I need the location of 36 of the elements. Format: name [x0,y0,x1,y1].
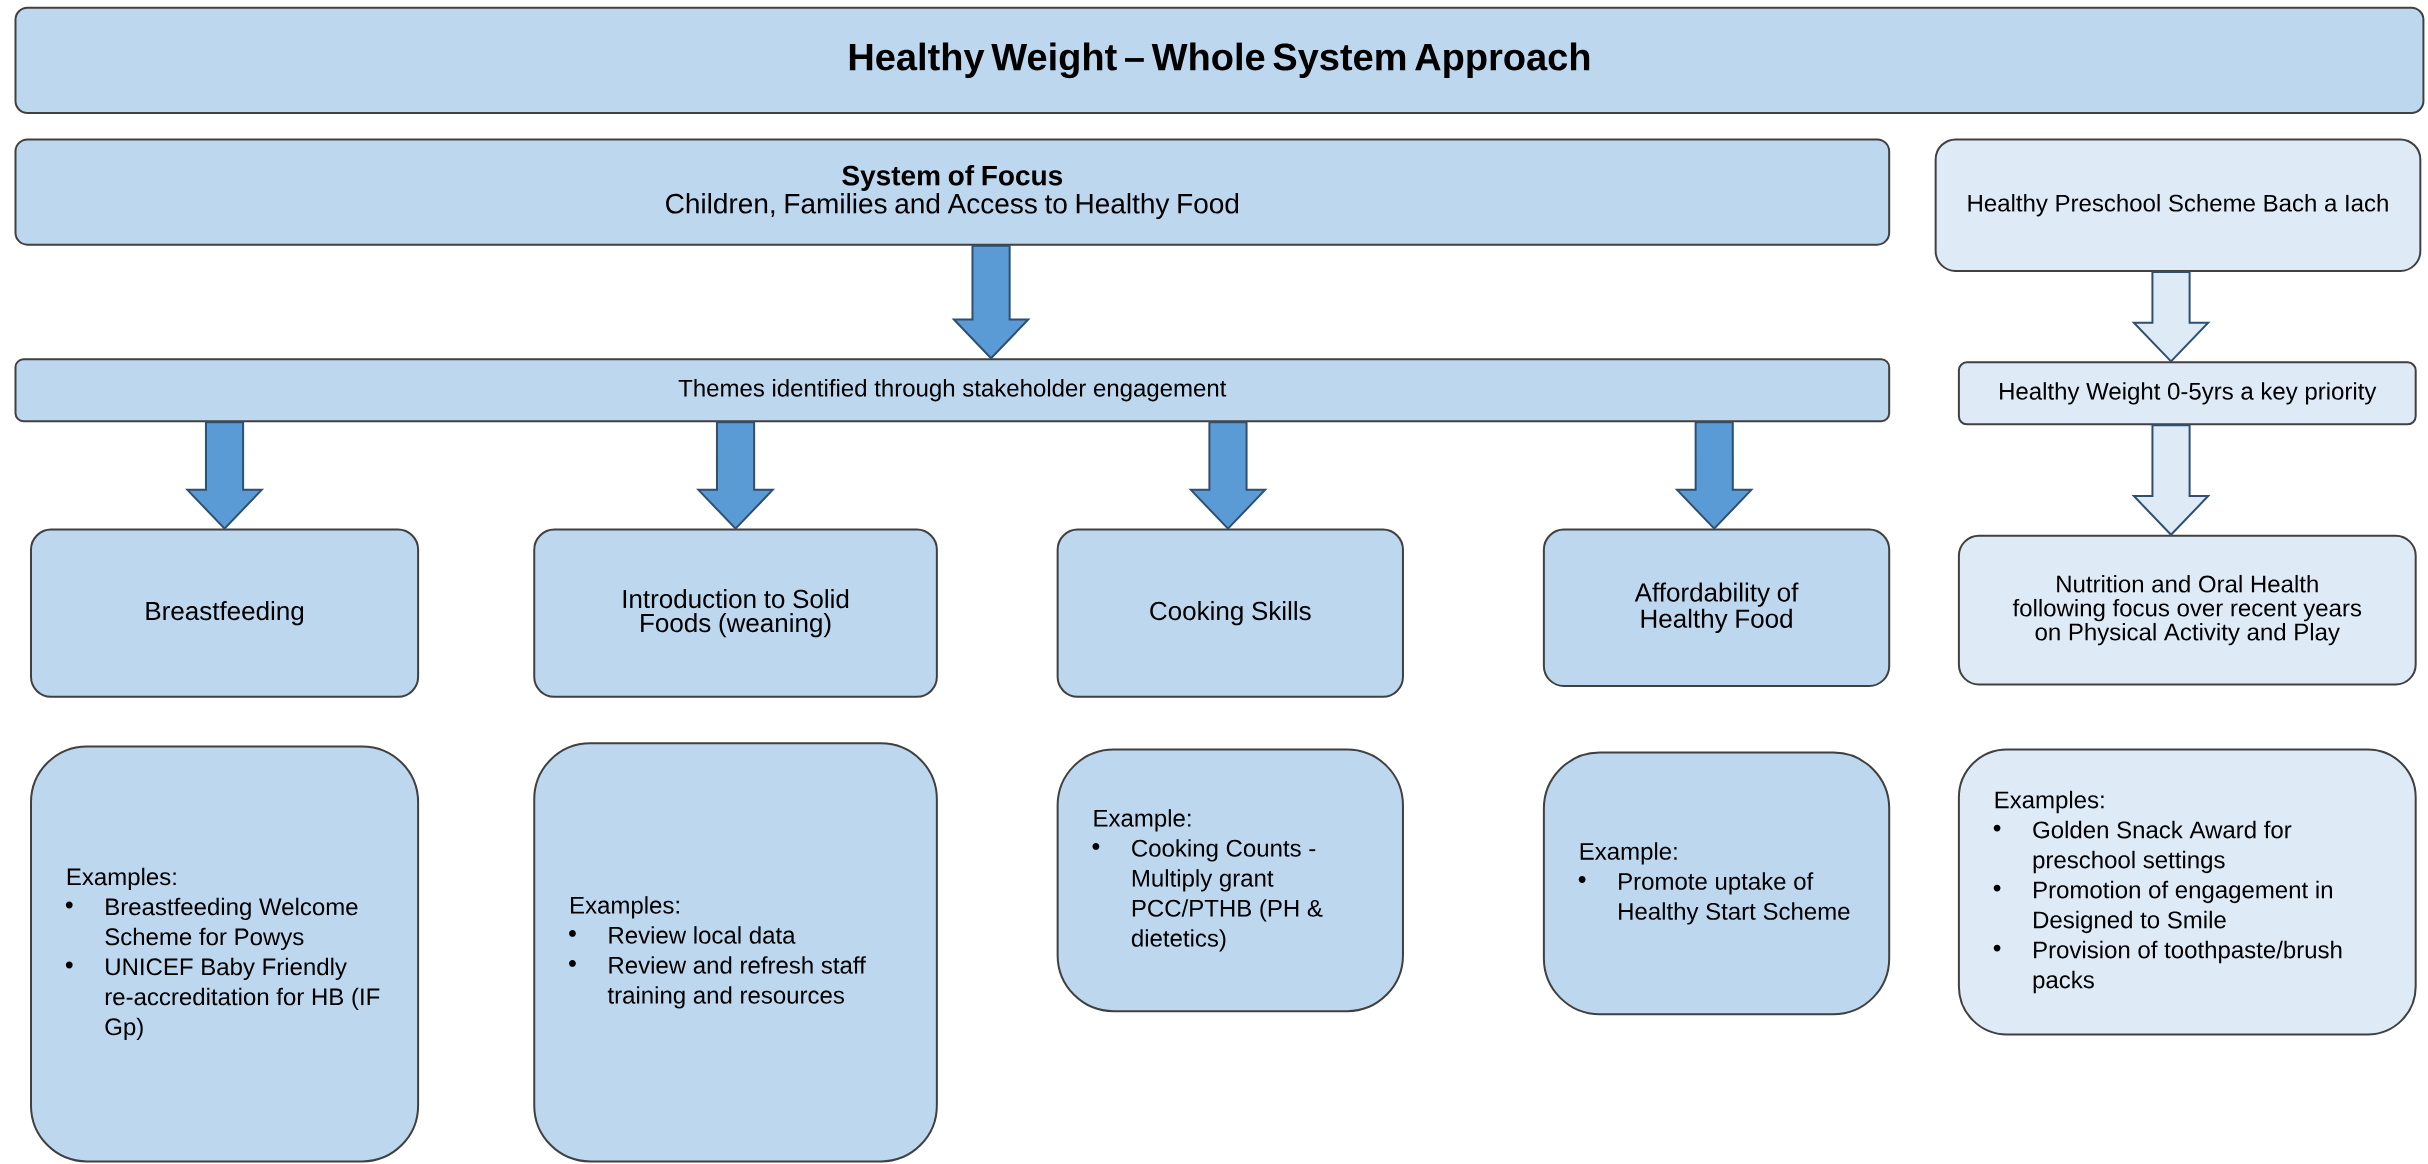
example-box [533,742,938,1163]
example-box [30,745,420,1163]
focus-box: System of Focus Children, Families and Access to Healthy Food [14,138,1891,246]
example-heading: Examples: [571,896,679,919]
scheme-box: Healthy Preschool Scheme Bach a Iach [1934,138,2422,272]
example-box [1957,748,2417,1036]
block-arrow [2131,424,2211,537]
bullet-item: Provision of toothpaste/brush packs [1993,940,2342,994]
block-arrow [696,421,776,531]
block-arrow [185,421,265,531]
block-arrow [951,244,1031,360]
bullet-item: Golden Snack Award for preschool settings [1993,820,2292,874]
example-heading: Example: [1580,842,1677,865]
bullet-item: Cooking Counts - Multiply grant PCC/PTHB (PH & dietetics) [1092,839,1323,952]
example-heading: Example: [1094,809,1191,832]
title-banner: Healthy Weight – Whole System Approach [14,6,2425,115]
example-box [1542,751,1891,1016]
bullet-item: Review and refresh staff training and resources [569,956,866,1009]
theme-box: Cooking Skills [1056,528,1404,698]
theme-box: Nutrition and Oral Health following focus over recent years on Physical Activity and Play [1957,534,2417,686]
example-box [1056,748,1404,1013]
theme-band: Themes identified through stakeholder engagement [14,358,1891,423]
priority-band: Healthy Weight 0-5yrs a key priority [1957,361,2417,426]
bullet-item: Review local data [569,926,796,944]
example-heading: Examples: [67,867,176,891]
bullet-item: Promotion of engagement in Designed to Smile [1993,880,2332,934]
theme-box: Introduction to Solid Foods (weaning) [533,528,938,698]
theme-box: Breastfeeding [30,528,420,698]
block-arrow [1674,421,1754,531]
example-heading: Examples: [1995,790,2104,814]
block-arrow [2131,271,2211,363]
bullet-item: Breastfeeding Welcome Scheme for Powys [65,897,358,951]
block-arrow [1188,421,1268,531]
bullet-item: UNICEF Baby Friendly re-accreditation for HB (IF Gp) [65,957,380,1041]
theme-box: Affordability of Healthy Food [1542,528,1891,687]
bullet-item: Promote uptake of Healthy Start Scheme [1578,872,1850,925]
